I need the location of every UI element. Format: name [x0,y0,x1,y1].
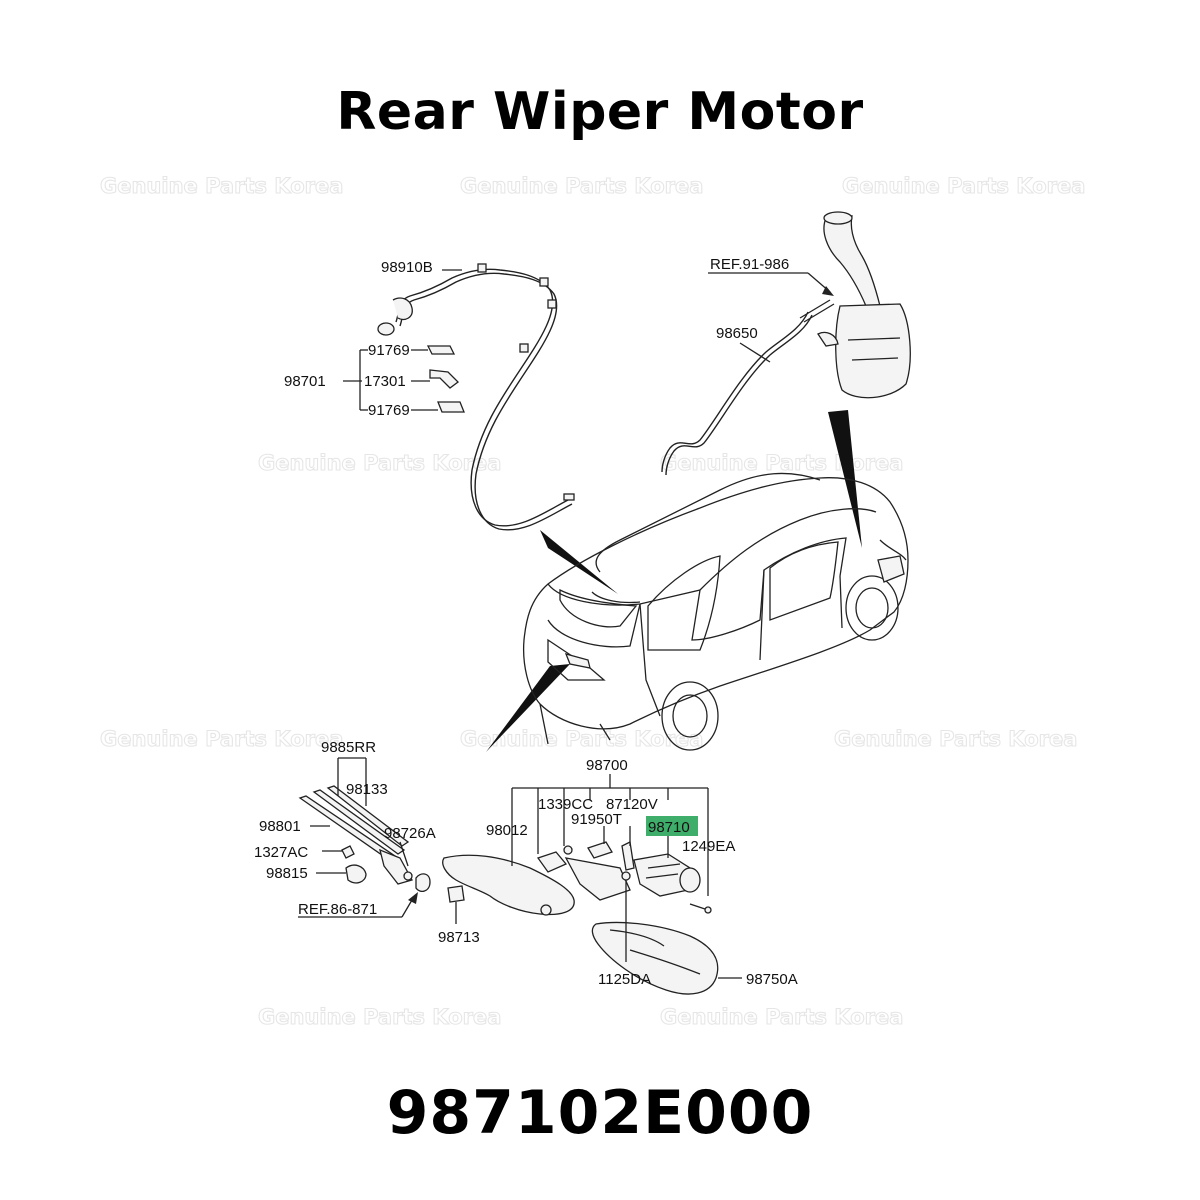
connector-icon [437,401,465,413]
label-98700: 98700 [586,757,628,774]
label-98710: 98710 [648,819,690,836]
label-98801: 98801 [259,818,301,835]
watermarks: Genuine Parts Korea Genuine Parts Korea … [99,173,1085,1029]
connector-icon [426,345,456,355]
label-98012: 98012 [486,822,528,839]
label-1339CC: 1339CC [538,796,593,813]
label-ref-91-986: REF.91-986 [710,256,789,273]
label-98815: 98815 [266,865,308,882]
label-98750A: 98750A [746,971,798,988]
watermark-text: Genuine Parts Korea [100,174,343,198]
label-98910B: 98910B [381,259,433,276]
label-87120V: 87120V [606,796,658,813]
label-98713: 98713 [438,929,480,946]
watermark-text: Genuine Parts Korea [842,174,1085,198]
leader-lines-motor [511,774,742,979]
label-ref-86-871: REF.86-871 [298,901,377,918]
ref-91-986-callout [708,272,834,363]
part-number: 987102E000 [386,1078,814,1148]
watermark-text: Genuine Parts Korea [834,727,1077,751]
connector-icon [429,369,459,389]
label-9885RR: 9885RR [321,739,376,756]
watermark-text: Genuine Parts Korea [258,451,501,475]
label-98701: 98701 [284,373,326,390]
watermark-text: Genuine Parts Korea [100,727,343,751]
label-91950T: 91950T [571,811,622,828]
part-labels: 98910B 91769 98701 17301 91769 REF.91-98… [254,256,798,988]
label-1249EA: 1249EA [682,838,735,855]
wiper-arm-drawing [298,785,465,903]
watermark-text: Genuine Parts Korea [460,727,703,751]
highlight-98710 [646,816,698,836]
label-1327AC: 1327AC [254,844,308,861]
label-1125DA: 1125DA [598,971,651,988]
label-91769-top: 91769 [368,342,410,359]
washer-hose-drawing [377,263,575,531]
vehicle-drawing [522,472,909,751]
label-98650: 98650 [716,325,758,342]
watermark-text: Genuine Parts Korea [258,1005,501,1029]
label-98726A: 98726A [384,825,436,842]
watermark-text: Genuine Parts Korea [660,1005,903,1029]
watermark-text: Genuine Parts Korea [460,174,703,198]
label-17301: 17301 [364,373,406,390]
label-91769-bottom: 91769 [368,402,410,419]
leader-lines-wiper [298,757,457,924]
leader-lines-hose [343,269,462,411]
wiper-motor-assembly-drawing [442,841,719,995]
washer-reservoir-drawing [661,211,911,476]
label-98133: 98133 [346,781,388,798]
diagram-title: Rear Wiper Motor [336,82,864,142]
watermark-text: Genuine Parts Korea [660,451,903,475]
